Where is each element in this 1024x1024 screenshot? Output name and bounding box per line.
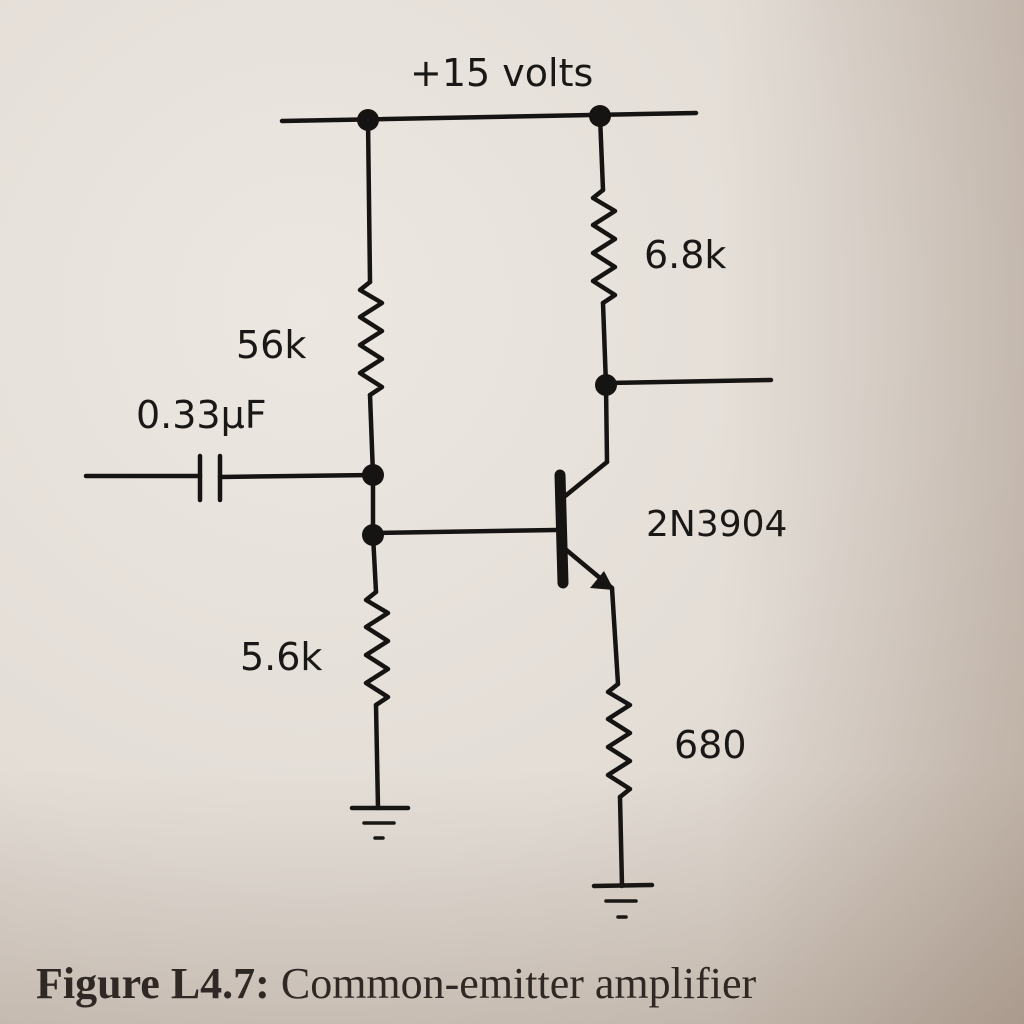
label-transistor: 2N3904 (646, 504, 787, 545)
label-r-bias-bottom: 5.6k (240, 635, 322, 679)
resistor-56k (357, 279, 385, 398)
wire-collector-top (597, 113, 606, 193)
wire-bias-top (365, 117, 373, 285)
label-supply: +15 volts (410, 51, 593, 95)
label-r-collector: 6.8k (644, 233, 726, 277)
resistor-6.8k (590, 187, 618, 306)
supply-rail (279, 110, 699, 124)
wire-collector-low (603, 382, 610, 465)
ground-symbol-left (349, 805, 411, 840)
wire-input-right (217, 472, 376, 480)
wire-emitter-ground (617, 794, 625, 889)
label-capacitor: 0.33µF (136, 393, 267, 437)
wire-collector-mid (600, 300, 609, 388)
wire-bias-low (370, 532, 379, 595)
figure-caption: Figure L4.7: Common-emitter amplifier (36, 958, 756, 1009)
label-r-bias-top: 56k (236, 323, 306, 367)
transistor-2n3904 (554, 459, 615, 591)
figure-label: Figure L4.7: (36, 959, 270, 1008)
wire-bias-mid (367, 392, 376, 478)
ground-symbol-right (591, 882, 655, 919)
resistor-5.6k (363, 589, 391, 708)
resistor-680 (605, 681, 633, 800)
figure-title: Common-emitter amplifier (280, 959, 757, 1008)
wire-output (603, 377, 774, 386)
wire-base (370, 527, 559, 536)
emitter-arrow-icon (590, 571, 614, 590)
wire-bias-ground (373, 702, 381, 811)
label-r-emitter: 680 (674, 723, 747, 767)
wire-emitter (609, 585, 621, 687)
